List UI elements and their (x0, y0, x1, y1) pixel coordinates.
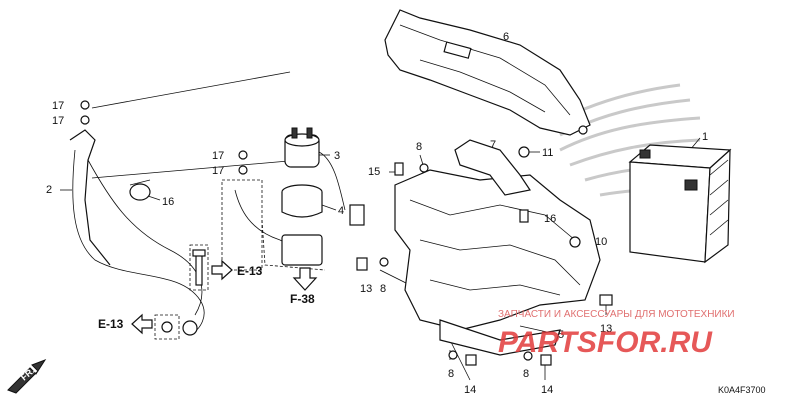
clamp-part (129, 179, 151, 201)
callout-15: 16 (162, 196, 174, 208)
harness-group-box (221, 179, 263, 271)
callout-17: 17 (212, 165, 224, 177)
callout-13: 14 (464, 384, 476, 396)
front-arrow-icon: FR. (7, 358, 47, 394)
watermark-tagline: ЗАПЧАСТИ И АКСЕССУАРЫ ДЛЯ МОТОТЕХНИКИ (498, 309, 735, 320)
callout-4: 4 (338, 205, 344, 217)
ref-e13-left: E-13 (98, 317, 124, 331)
bolt-part (189, 244, 209, 291)
callout-6: 6 (503, 31, 509, 43)
fasteners (80, 100, 613, 366)
callout-14: 16 (544, 213, 556, 225)
callout-1: 1 (702, 131, 708, 143)
cover-part (384, 9, 591, 136)
callout-11: 11 (542, 147, 553, 159)
battery-cable-part (69, 129, 323, 336)
nut-group-box (154, 314, 180, 340)
watermark-brand: PARTSFOR.RU (498, 326, 713, 359)
relay-cover-part (281, 184, 365, 226)
callout-13: 13 (360, 283, 372, 295)
battery-box-part (394, 169, 601, 356)
callout-14: 15 (368, 166, 380, 178)
callout-13: 14 (541, 384, 553, 396)
callout-10: 8 (416, 141, 422, 153)
nut-part (161, 321, 173, 333)
callout-8: 8 (448, 368, 454, 380)
callout-3: 3 (334, 150, 340, 162)
ref-f38: F-38 (290, 292, 315, 306)
callout-2: 2 (46, 184, 52, 196)
e13-left-arrow (131, 313, 153, 335)
ref-e13-right: E-13 (237, 264, 263, 278)
callout-8: 8 (380, 283, 386, 295)
callout-16: 17 (212, 150, 224, 162)
starter-relay-part (284, 127, 346, 211)
bracket-part (454, 139, 531, 196)
battery-part (628, 144, 732, 264)
drawing-code: K0A4F3700 (718, 385, 766, 395)
callout-16: 17 (52, 100, 64, 112)
callout-17: 17 (52, 115, 64, 127)
callout-7: 7 (490, 139, 496, 151)
callout-8: 8 (523, 368, 529, 380)
f38-arrow (292, 267, 318, 291)
callout-10: 10 (595, 236, 607, 248)
callout-5: 5 (558, 329, 564, 341)
e13-right-arrow (211, 259, 233, 281)
callout-12: 13 (600, 323, 612, 335)
